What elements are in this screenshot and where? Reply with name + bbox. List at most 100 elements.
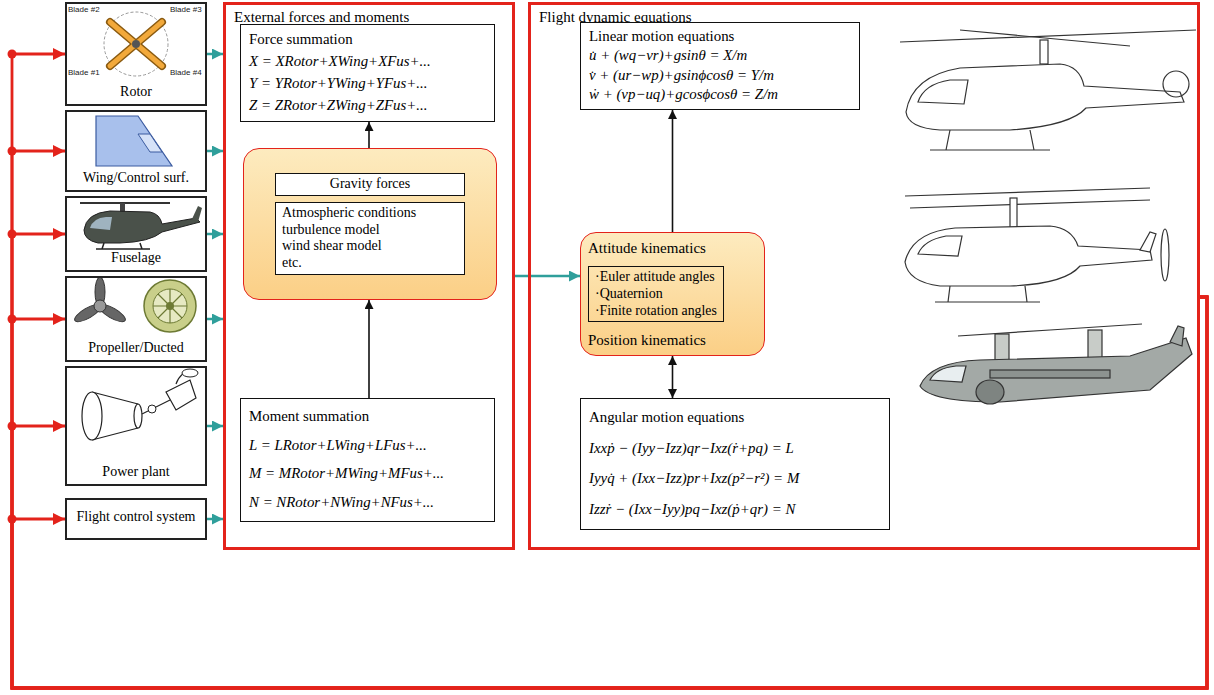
coaxial-helicopter-drawing-part [1140, 232, 1156, 252]
propeller-illustration-part [94, 300, 106, 312]
power-plant-illustration-part [82, 392, 102, 440]
equation: v̇ + (ur−wp)+gsinϕcosθ = Y/m [589, 67, 851, 85]
tiltrotor-drawing-part [1170, 326, 1184, 346]
helicopter-drawing [900, 30, 1196, 150]
process-text: ·Finite rotation angles [595, 303, 717, 320]
blade-label: Blade #1 [68, 68, 100, 77]
equation-box: Moment summationL = LRotor+LWing+LFus+..… [240, 398, 495, 522]
propeller-illustration-part [153, 289, 187, 323]
tiltrotor-drawing-part [976, 380, 1004, 404]
component-box: Propeller/Ducted [65, 276, 207, 362]
fuselage-illustration-part [96, 243, 150, 249]
feedback-arrow [12, 54, 1207, 688]
wing-illustration-part [138, 134, 162, 152]
power-plant-illustration-part [166, 380, 196, 410]
coaxial-helicopter-drawing-part [1010, 198, 1017, 228]
power-plant-illustration [82, 369, 198, 440]
flow-arrow [207, 425, 223, 428]
equation: Ixxṗ − (Iyy−Izz)qr−Ixz(ṙ+pq) = L [589, 440, 881, 458]
equation: M = MRotor+MWing+MFus+... [249, 465, 486, 483]
coaxial-helicopter-drawing-part [910, 200, 1150, 208]
propeller-illustration [72, 277, 196, 332]
flow-arrow [207, 53, 223, 56]
inner-box: Gravity forces [275, 173, 465, 196]
wing-illustration [96, 116, 172, 166]
equation-box: Linear motion equationsu̇ + (wq−vr)+gsin… [580, 22, 860, 110]
equation-box: Angular motion equationsIxxṗ − (Iyy−Izz)… [580, 398, 890, 530]
coaxial-helicopter-drawing-part [1161, 229, 1169, 281]
coaxial-helicopter-drawing-part [935, 286, 1040, 302]
flow-arrow [207, 318, 223, 321]
equation: L = LRotor+LWing+LFus+... [249, 437, 486, 455]
fuselage-illustration-part [192, 206, 202, 222]
flow-arrow [368, 300, 370, 398]
equation: Z = ZRotor+ZWing+ZFus+... [249, 97, 486, 115]
rotor-illustration-part [110, 22, 162, 66]
power-plant-illustration-part [182, 369, 198, 377]
junction-dot [8, 515, 17, 524]
component-label: Fuselage [111, 250, 161, 267]
tiltrotor-drawing-part [1050, 324, 1142, 330]
tiltrotor-drawing [920, 324, 1192, 404]
tiltrotor-drawing-part [930, 366, 966, 382]
rotor-illustration-part [104, 12, 168, 76]
flow-arrow [515, 275, 580, 278]
blade-label: Blade #3 [170, 5, 202, 14]
equation: ẇ + (vp−uq)+gcosϕcosθ = Z/m [589, 86, 851, 104]
flow-arrow [672, 110, 674, 232]
equation: Iyyq̇ + (Ixx−Izz)pr+Ixz(p²−r²) = M [589, 470, 881, 488]
helicopter-drawing-part [918, 80, 968, 104]
component-box: Rotor [65, 2, 207, 106]
junction-dot [8, 315, 17, 324]
flow-arrow [207, 150, 223, 153]
equation: N = NRotor+NWing+NFus+... [249, 494, 486, 512]
equation: Y = YRotor+YWing+YFus+... [249, 75, 486, 93]
fuselage-illustration-part [90, 217, 112, 230]
junction-dot [8, 230, 17, 239]
process-text: etc. [282, 255, 458, 272]
coaxial-helicopter-drawing [905, 188, 1169, 302]
component-label: Wing/Control surf. [83, 170, 189, 187]
propeller-illustration-part [144, 280, 196, 332]
component-box: Power plant [65, 366, 207, 486]
junction-dot [8, 422, 17, 431]
propeller-illustration-part [166, 302, 174, 310]
process-text: wind shear model [282, 238, 458, 255]
component-label: Flight control system [77, 509, 196, 526]
component-label: Propeller/Ducted [88, 340, 184, 357]
flow-arrow [207, 233, 223, 236]
equation: Izzṙ − (Ixx−Iyy)pq−Ixz(ṗ+qr) = N [589, 501, 881, 519]
component-label: Power plant [102, 464, 169, 481]
rotor-illustration-part [132, 40, 140, 48]
coaxial-helicopter-drawing-part [918, 236, 962, 256]
wing-illustration-part [96, 116, 172, 166]
equation-box: Force summationX = XRotor+XWing+XFus+...… [240, 24, 495, 122]
helicopter-drawing-part [930, 130, 1050, 150]
rotor-illustration-part [110, 22, 162, 66]
coaxial-helicopter-drawing-part [905, 188, 1150, 196]
power-plant-illustration-part [134, 404, 142, 428]
coaxial-helicopter-drawing-part [905, 226, 1152, 286]
component-box: Fuselage [65, 196, 207, 272]
rounded-process-box: Gravity forcesAtmospheric conditionsturb… [243, 148, 497, 300]
box-heading: Linear motion equations [589, 28, 851, 46]
box-heading: Angular motion equations [589, 409, 881, 427]
process-text: Position kinematics [588, 331, 706, 349]
tiltrotor-drawing-part [920, 338, 1192, 402]
equation: X = XRotor+XWing+XFus+... [249, 53, 486, 71]
process-text: Gravity forces [282, 176, 458, 193]
blade-label: Blade #4 [170, 68, 202, 77]
process-text: ·Quaternion [595, 286, 717, 303]
process-text: Atmospheric conditions [282, 205, 458, 222]
power-plant-illustration-part [148, 405, 156, 413]
flow-arrow [368, 122, 370, 148]
tiltrotor-drawing-part [990, 370, 1110, 378]
rotor-illustration-part [110, 22, 162, 66]
module-panel: External forces and momentsForce summati… [223, 2, 515, 550]
rotor-illustration-part [110, 22, 162, 66]
fuselage-illustration-part [84, 211, 200, 243]
component-box: Wing/Control surf. [65, 110, 207, 192]
rotor-illustration [104, 12, 168, 76]
process-text: turbulence model [282, 222, 458, 239]
component-label: Rotor [120, 84, 152, 101]
